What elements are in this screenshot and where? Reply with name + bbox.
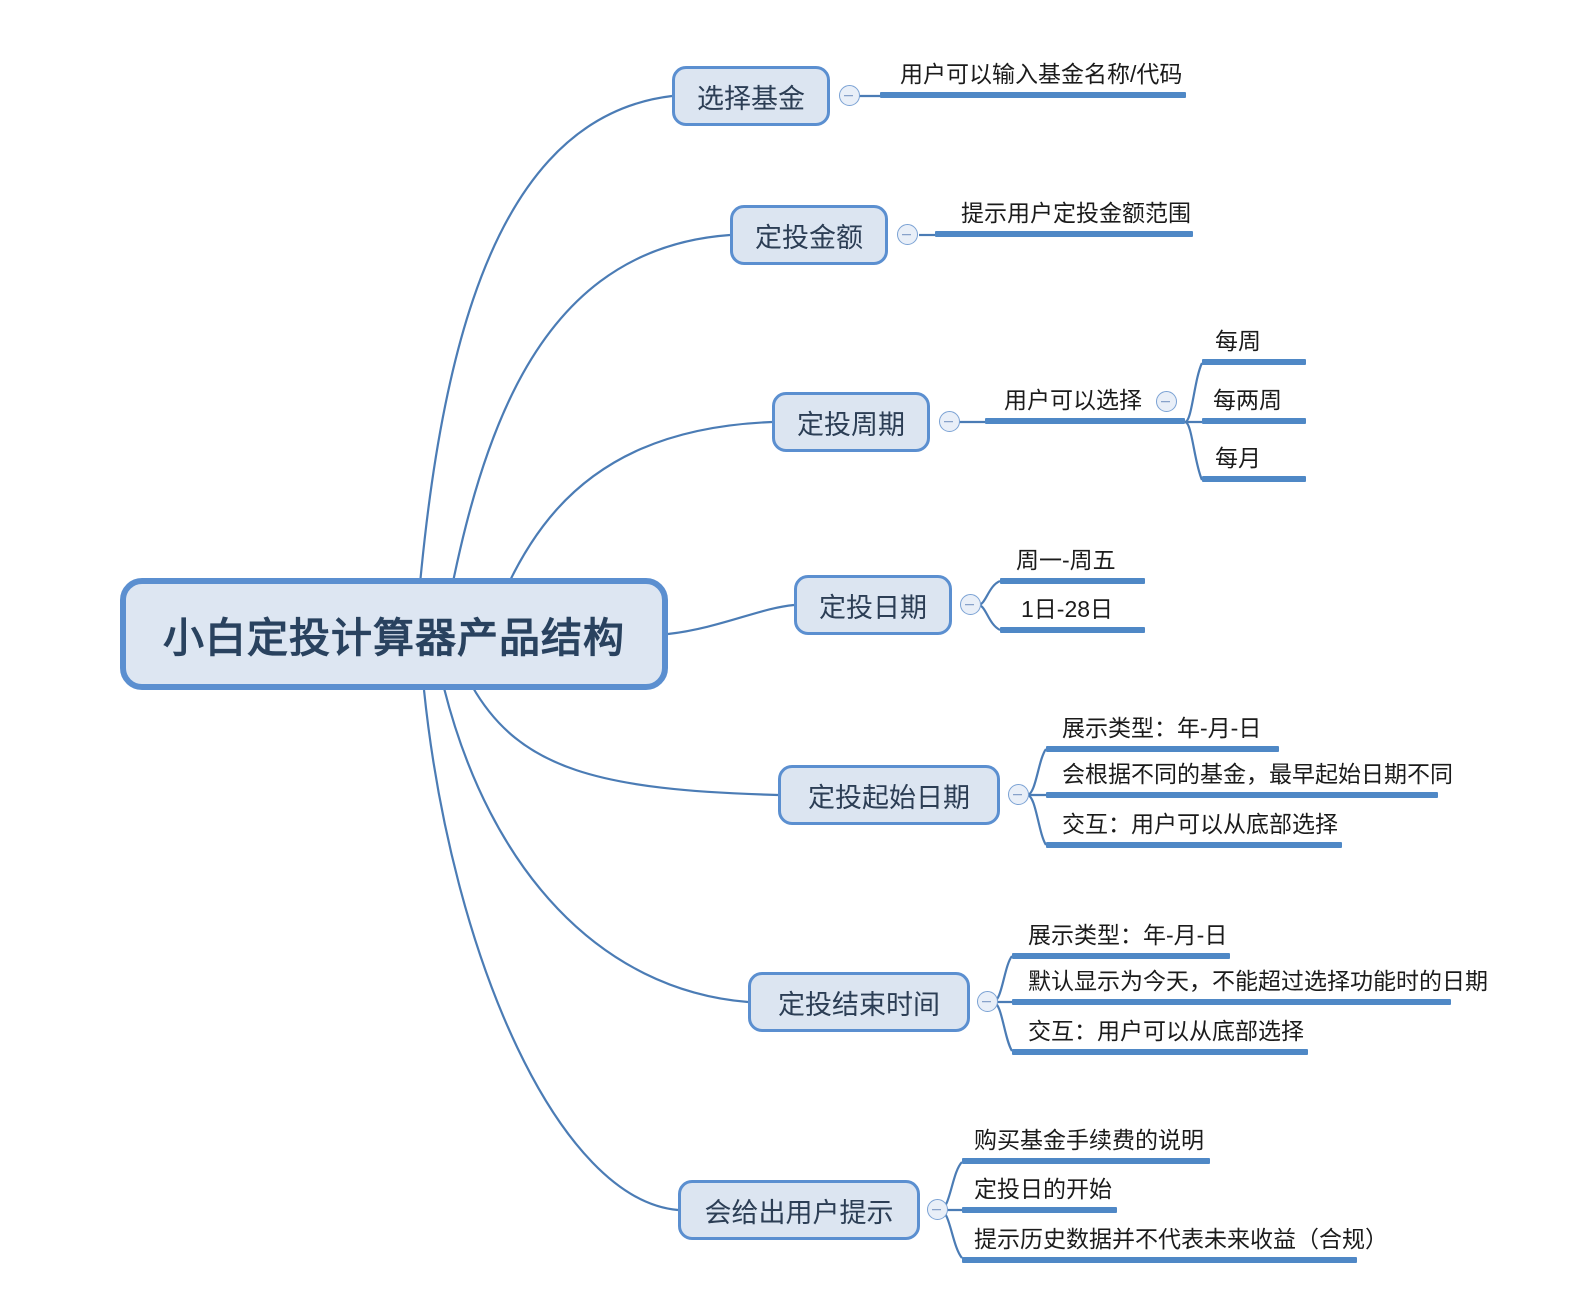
leaf-item[interactable]: 1日-28日 <box>1000 591 1145 633</box>
branch-node-invest-cycle[interactable]: 定投周期 <box>772 392 930 452</box>
leaf-underline <box>1202 476 1306 482</box>
branch-node-user-tips[interactable]: 会给出用户提示 <box>678 1180 920 1240</box>
collapse-minus-icon[interactable] <box>927 1199 948 1220</box>
edge-branch-4-2 <box>1026 793 1047 846</box>
leaf-item-label: 展示类型：年-月-日 <box>1028 922 1228 948</box>
edge-root-to-branch-4 <box>471 685 779 797</box>
leaf-item[interactable]: 每周 <box>1202 323 1306 365</box>
collapse-minus-icon[interactable] <box>839 85 860 106</box>
leaf-item[interactable]: 展示类型：年-月-日 <box>1012 917 1230 959</box>
leaf-underline <box>1046 746 1279 752</box>
leaf-underline <box>962 1207 1117 1213</box>
leaf-item-label: 每月 <box>1215 445 1261 471</box>
leaf-underline <box>985 418 1185 424</box>
edge-sub-2-0 <box>1184 362 1204 424</box>
edge-sub-2-2 <box>1184 420 1204 481</box>
leaf-underline <box>962 1257 1357 1263</box>
leaf-item-label: 交互：用户可以从底部选择 <box>1028 1018 1304 1044</box>
leaf-item[interactable]: 交互：用户可以从底部选择 <box>1046 806 1342 848</box>
leaf-underline <box>962 1158 1210 1164</box>
branch-node-label: 定投起始日期 <box>808 782 970 813</box>
leaf-item-label: 展示类型：年-月-日 <box>1062 715 1262 741</box>
collapse-minus-icon[interactable] <box>939 411 960 432</box>
root-node[interactable]: 小白定投计算器产品结构 <box>120 578 668 690</box>
branch-node-label: 定投金额 <box>755 222 863 253</box>
leaf-item-label: 会根据不同的基金，最早起始日期不同 <box>1062 761 1453 787</box>
leaf-item-label: 每两周 <box>1213 387 1282 413</box>
branch-node-invest-end-time[interactable]: 定投结束时间 <box>748 972 970 1032</box>
leaf-item-label: 提示历史数据并不代表未来收益（合规） <box>974 1226 1388 1252</box>
leaf-item-label: 用户可以选择 <box>1004 387 1142 413</box>
leaf-underline <box>1012 1049 1308 1055</box>
branch-node-label: 定投结束时间 <box>778 989 940 1020</box>
edge-branch-4-0 <box>1026 748 1047 797</box>
leaf-item-label: 周一-周五 <box>1016 547 1116 573</box>
leaf-item-label: 提示用户定投金额范围 <box>961 200 1191 226</box>
leaf-underline <box>1046 842 1342 848</box>
leaf-underline <box>1202 418 1306 424</box>
leaf-underline <box>1202 359 1306 365</box>
branch-node-invest-date[interactable]: 定投日期 <box>794 575 952 635</box>
edge-branch-3-1 <box>977 603 1001 631</box>
leaf-underline <box>1000 578 1145 584</box>
branch-node-invest-amount[interactable]: 定投金额 <box>730 205 888 265</box>
root-node-label: 小白定投计算器产品结构 <box>163 615 625 661</box>
leaf-item[interactable]: 用户可以选择 <box>985 382 1185 424</box>
leaf-underline <box>1046 792 1438 798</box>
edge-branch-5-2 <box>992 1000 1013 1052</box>
leaf-item[interactable]: 购买基金手续费的说明 <box>962 1122 1210 1164</box>
branch-node-invest-start-date[interactable]: 定投起始日期 <box>778 765 1000 825</box>
branch-node-label: 定投日期 <box>819 592 927 623</box>
leaf-underline <box>1012 999 1451 1005</box>
leaf-item-label: 每周 <box>1215 328 1261 354</box>
edge-root-to-branch-3 <box>667 603 795 636</box>
edge-branch-3-0 <box>977 579 1001 607</box>
leaf-item[interactable]: 会根据不同的基金，最早起始日期不同 <box>1046 756 1453 798</box>
collapse-minus-icon[interactable] <box>1008 784 1029 805</box>
leaf-item[interactable]: 周一-周五 <box>1000 542 1145 584</box>
leaf-item[interactable]: 每两周 <box>1202 382 1306 424</box>
branch-node-select-fund[interactable]: 选择基金 <box>672 66 830 126</box>
leaf-item-label: 购买基金手续费的说明 <box>974 1127 1204 1153</box>
leaf-item[interactable]: 定投日的开始 <box>962 1171 1117 1213</box>
leaf-underline <box>935 231 1193 237</box>
leaf-item[interactable]: 展示类型：年-月-日 <box>1046 710 1279 752</box>
leaf-item[interactable]: 默认显示为今天，不能超过选择功能时的日期 <box>1012 963 1488 1005</box>
leaf-item-label: 交互：用户可以从底部选择 <box>1062 811 1338 837</box>
leaf-underline <box>880 92 1186 98</box>
leaf-underline <box>1012 953 1230 959</box>
collapse-minus-icon[interactable] <box>1156 391 1177 412</box>
leaf-item-label: 定投日的开始 <box>974 1176 1112 1202</box>
leaf-item[interactable]: 每月 <box>1202 440 1306 482</box>
collapse-minus-icon[interactable] <box>897 224 918 245</box>
edge-root-to-branch-5 <box>442 687 749 1004</box>
edge-root-to-branch-6 <box>422 689 679 1212</box>
branch-node-label: 会给出用户提示 <box>704 1197 894 1228</box>
leaf-item[interactable]: 用户可以输入基金名称/代码 <box>880 56 1186 98</box>
leaf-item[interactable]: 交互：用户可以从底部选择 <box>1012 1013 1308 1055</box>
branch-node-label: 选择基金 <box>697 83 805 114</box>
leaf-underline <box>1000 627 1145 633</box>
leaf-item-label: 用户可以输入基金名称/代码 <box>900 61 1183 87</box>
collapse-minus-icon[interactable] <box>977 991 998 1012</box>
collapse-minus-icon[interactable] <box>960 594 981 615</box>
leaf-item-label: 1日-28日 <box>1021 596 1114 622</box>
leaf-item[interactable]: 提示历史数据并不代表未来收益（合规） <box>962 1221 1388 1263</box>
branch-node-label: 定投周期 <box>797 409 905 440</box>
leaf-item-label: 默认显示为今天，不能超过选择功能时的日期 <box>1028 968 1488 994</box>
leaf-item[interactable]: 提示用户定投金额范围 <box>935 195 1193 237</box>
